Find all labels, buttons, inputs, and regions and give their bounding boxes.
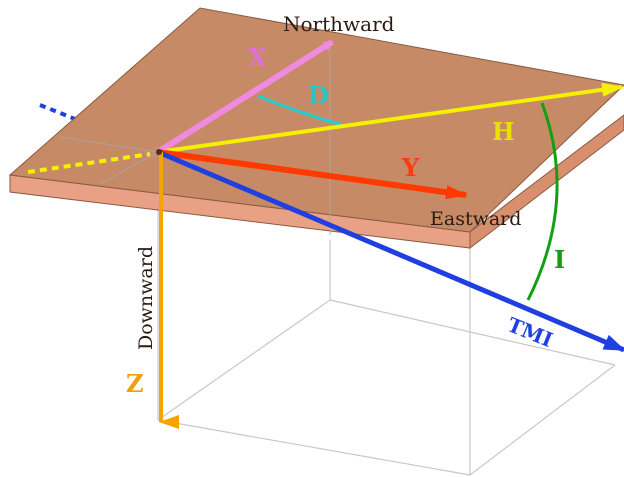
- declination-arc: [257, 94, 344, 127]
- box-edge: [157, 419, 471, 476]
- horizontal-plane: [8, 7, 624, 250]
- box-edge: [157, 299, 331, 421]
- northward-label: Northward: [283, 12, 395, 36]
- d-label: D: [308, 81, 329, 110]
- y-label: Y: [401, 153, 420, 182]
- h-component-arrow: [157, 82, 624, 154]
- y-component-arrow: [157, 149, 468, 200]
- plane-top: [8, 7, 624, 233]
- origin-point: [156, 149, 162, 155]
- i-label: I: [554, 245, 565, 274]
- downward-label: Downward: [135, 246, 157, 350]
- tmi-vector-arrow: [157, 149, 624, 353]
- box-edge: [329, 299, 616, 366]
- x-label: X: [248, 43, 267, 72]
- h-back-extension: [27, 152, 151, 174]
- h-label: H: [492, 117, 515, 146]
- plane-grid: [59, 40, 331, 235]
- grid-line: [59, 136, 159, 153]
- inclination-arc: [526, 102, 559, 301]
- x-component-arrow: [156, 39, 334, 155]
- plane-right-edge: [469, 114, 624, 250]
- grid-line: [99, 151, 159, 185]
- eastward-label: Eastward: [430, 208, 521, 230]
- box-edge: [469, 364, 616, 476]
- reference-box: [157, 200, 616, 476]
- z-label: Z: [126, 369, 144, 398]
